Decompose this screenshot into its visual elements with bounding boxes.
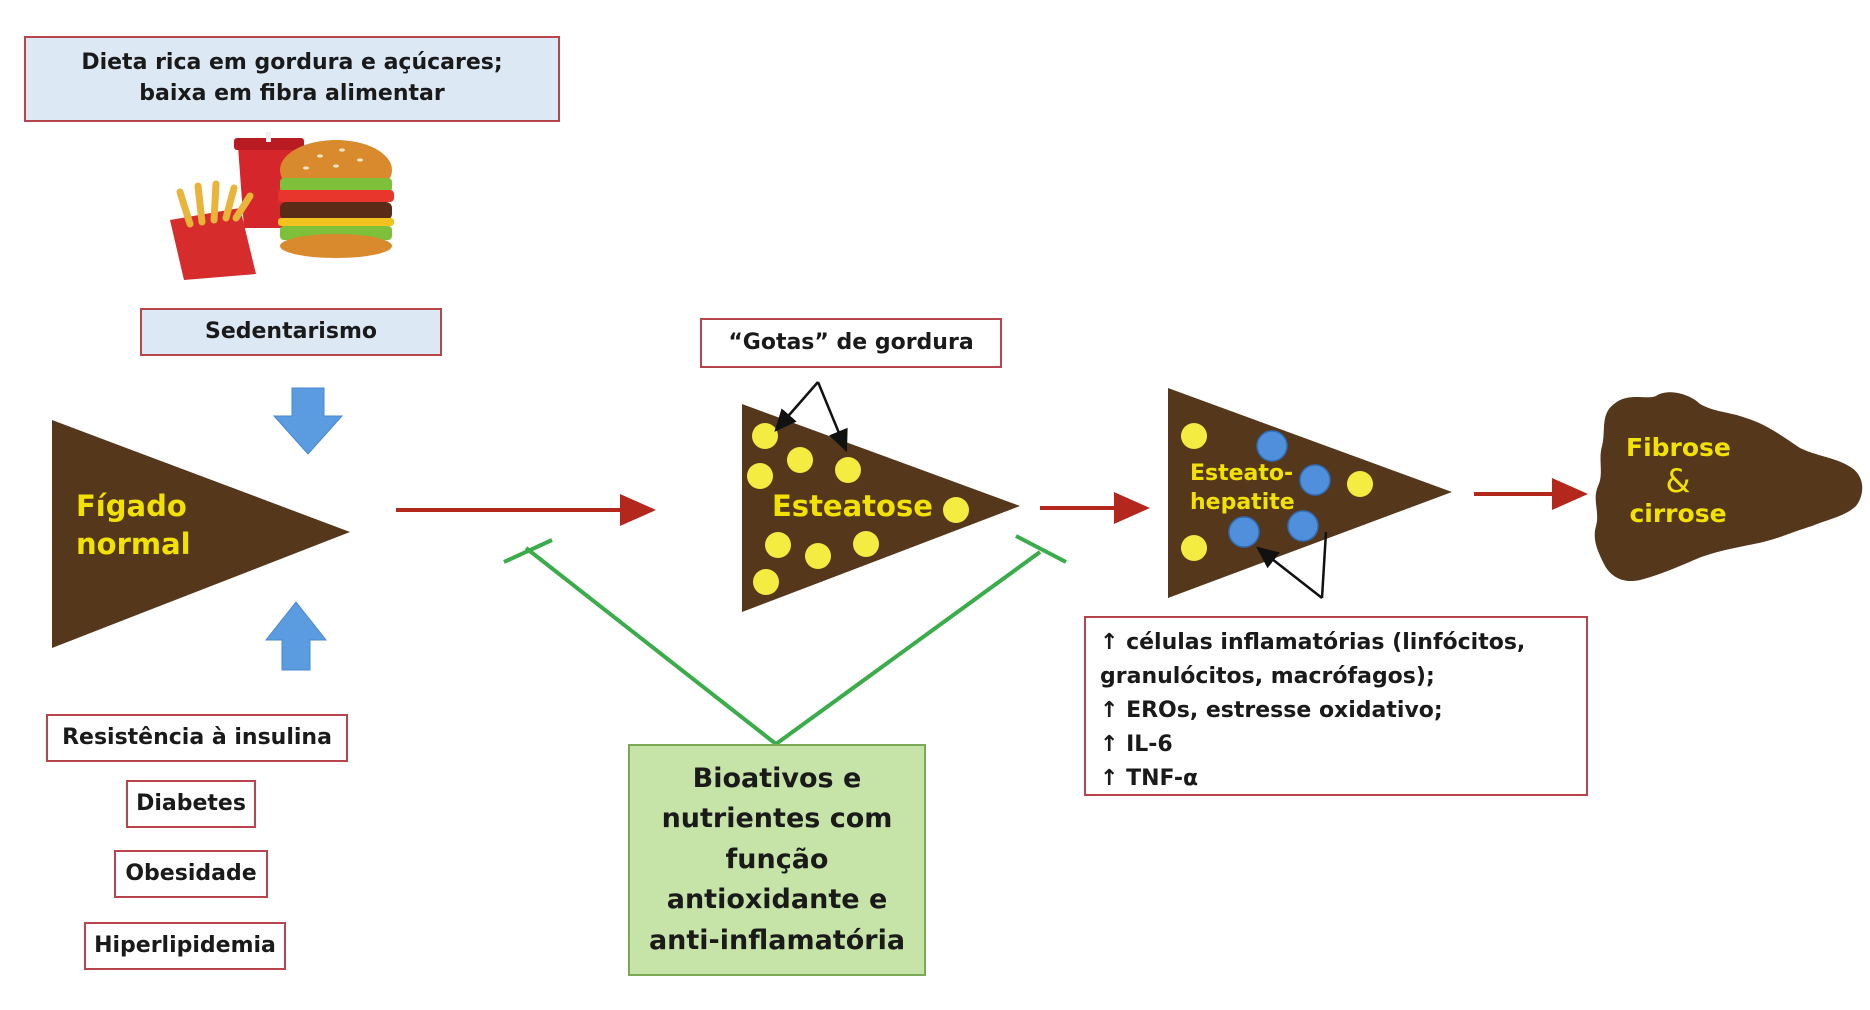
inflammatory-cell bbox=[1256, 430, 1288, 462]
insulin-resistance-text: Resistência à insulina bbox=[62, 724, 332, 750]
normal-liver-label: Fígado normal bbox=[76, 488, 191, 563]
factor-arrow-up bbox=[264, 601, 328, 671]
inflammation-markers-box: ↑ células inflamatórias (linfócitos, gra… bbox=[1084, 616, 1588, 796]
diabetes-box: Diabetes bbox=[126, 780, 256, 828]
fat-drop bbox=[853, 531, 879, 557]
fat-drops-pointer-arrows bbox=[774, 381, 848, 453]
fat-drops-label: “Gotas” de gordura bbox=[728, 329, 974, 355]
inflammatory-cell bbox=[1287, 510, 1319, 542]
diabetes-text: Diabetes bbox=[136, 790, 246, 816]
fat-drop bbox=[752, 423, 778, 449]
obesity-text: Obesidade bbox=[125, 860, 257, 886]
steatosis-fat-drops bbox=[747, 423, 969, 595]
steatohepatitis-fat-drops bbox=[1181, 423, 1373, 561]
normal-liver-label-line1: Fígado bbox=[76, 489, 187, 523]
cirrhosis-liver-shape bbox=[1594, 392, 1863, 582]
fat-drop bbox=[1181, 535, 1207, 561]
fast-food-icon bbox=[170, 132, 394, 280]
inflammatory-pointer-arrows bbox=[1256, 531, 1328, 599]
fibrosis-label: Fibrose bbox=[1626, 433, 1731, 462]
marker-line: ↑ TNF-α bbox=[1100, 766, 1199, 792]
hyperlipidemia-text: Hiperlipidemia bbox=[94, 932, 276, 958]
fat-drop bbox=[787, 447, 813, 473]
marker-line: granulócitos, macrófagos); bbox=[1100, 664, 1435, 690]
cirrhosis-label: cirrose bbox=[1629, 498, 1727, 528]
inflammatory-cell bbox=[1299, 464, 1331, 496]
steatohepatitis-label-line1: Esteato- bbox=[1190, 461, 1294, 486]
steatosis-label: Esteatose bbox=[772, 489, 933, 523]
obesity-box: Obesidade bbox=[114, 850, 268, 898]
diet-text: Dieta rica em gordura e açúcares; baixa … bbox=[81, 50, 503, 106]
fat-drop bbox=[753, 569, 779, 595]
fat-drop bbox=[835, 457, 861, 483]
inflammatory-cells bbox=[1228, 430, 1331, 548]
intervention-text: Bioativos e nutrientes com função antiox… bbox=[648, 762, 906, 956]
fibrosis-cirrhosis-label: Fibrose & cirrose bbox=[1626, 433, 1731, 528]
insulin-resistance-box: Resistência à insulina bbox=[46, 714, 348, 762]
intervention-box: Bioativos e nutrientes com função antiox… bbox=[628, 744, 926, 976]
steatohepatitis-label-line2: hepatite bbox=[1190, 489, 1295, 515]
steatohepatitis-label: Esteato- hepatite bbox=[1190, 460, 1295, 517]
hyperlipidemia-box: Hiperlipidemia bbox=[84, 922, 286, 970]
fat-drop bbox=[1181, 423, 1207, 449]
inhibition-lines bbox=[503, 534, 1067, 746]
sedentary-box: Sedentarismo bbox=[140, 308, 442, 356]
fat-drops-label-box: “Gotas” de gordura bbox=[700, 318, 1002, 368]
fat-drop bbox=[765, 532, 791, 558]
diet-box: Dieta rica em gordura e açúcares; baixa … bbox=[24, 36, 560, 122]
sedentary-text: Sedentarismo bbox=[205, 318, 377, 344]
marker-line: ↑ células inflamatórias (linfócitos, bbox=[1100, 630, 1526, 655]
fat-drop bbox=[805, 543, 831, 569]
normal-liver-label-line2: normal bbox=[76, 526, 191, 561]
ampersand-label: & bbox=[1665, 461, 1691, 500]
fat-drop bbox=[1347, 471, 1373, 497]
marker-line: ↑ IL-6 bbox=[1100, 732, 1173, 758]
factor-arrow-down bbox=[272, 387, 344, 455]
inflammatory-cell bbox=[1228, 516, 1260, 548]
marker-line: ↑ EROs, estresse oxidativo; bbox=[1100, 698, 1443, 724]
fat-drop bbox=[747, 463, 773, 489]
normal-liver-shape bbox=[52, 420, 350, 648]
fat-drop bbox=[943, 497, 969, 523]
